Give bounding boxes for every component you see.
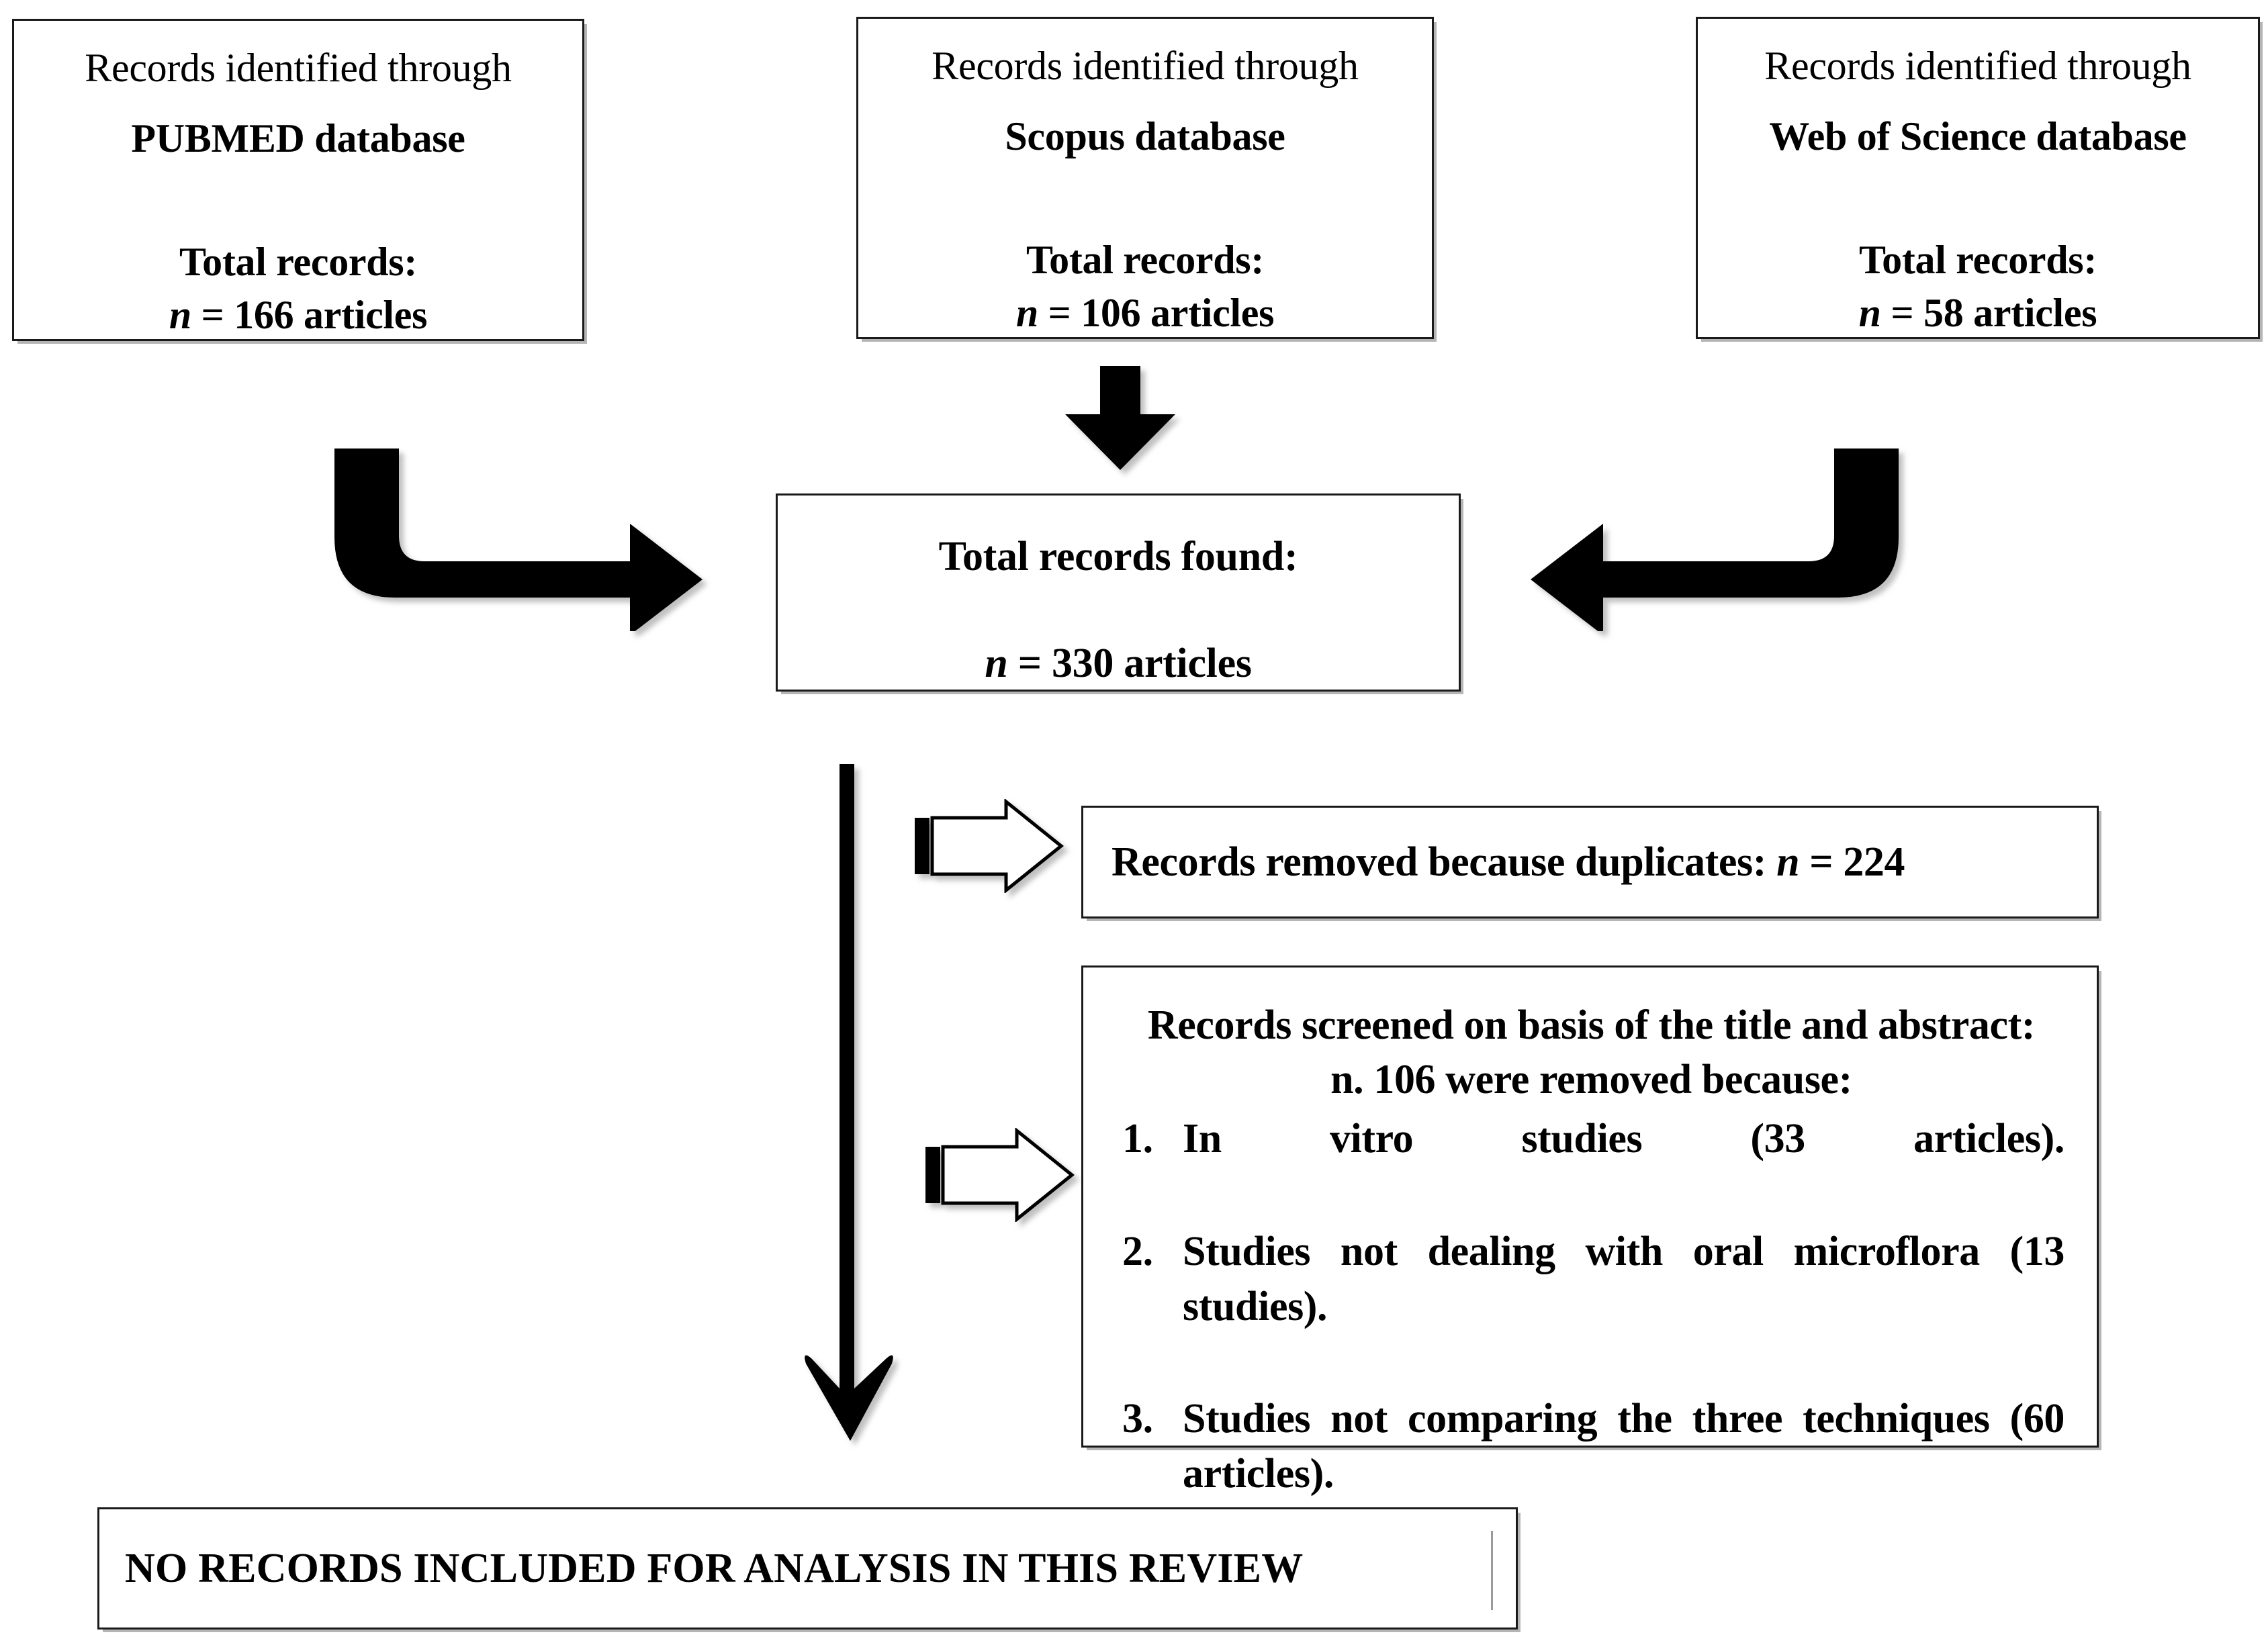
n-value: = 106 articles xyxy=(1038,290,1275,335)
duplicates-removed-box: Records removed because duplicates: n = … xyxy=(1081,806,2099,918)
source-box-pubmed: Records identified through PUBMED databa… xyxy=(12,19,584,341)
conclusion-text: NO RECORDS INCLUDED FOR ANALYSIS IN THIS… xyxy=(125,1545,1304,1591)
n-symbol: n xyxy=(1858,290,1881,335)
source-line1: Records identified through xyxy=(1764,44,2191,88)
source-count: n = 58 articles xyxy=(1859,288,2097,338)
source-count: n = 106 articles xyxy=(1015,288,1275,338)
list-item: 3. Studies not comparing the three techn… xyxy=(1118,1392,2065,1556)
reason-number: 3. xyxy=(1122,1396,1153,1442)
merged-title: Total records found: xyxy=(938,534,1298,579)
reason-text: Studies not comparing the three techniqu… xyxy=(1183,1396,2065,1497)
exclusion-reason-list: 1. In vitro studies (33 articles). 2. St… xyxy=(1118,1109,2065,1557)
arrow-down-long-icon xyxy=(805,764,893,1441)
source-box-web-of-science: Records identified through Web of Scienc… xyxy=(1696,17,2260,339)
n-symbol: n xyxy=(1776,839,1800,885)
elbow-arrow-right-icon xyxy=(334,449,702,631)
reason-text: Studies not dealing with oral microflora… xyxy=(1183,1228,2065,1329)
n-symbol: n xyxy=(985,641,1008,686)
n-symbol: n xyxy=(169,292,191,337)
source-database-name: Web of Science database xyxy=(1769,114,2187,159)
screening-heading-line1: Records screened on basis of the title a… xyxy=(1147,1002,2036,1048)
screening-heading-line2: n. 106 were removed because: xyxy=(1330,1056,1852,1102)
hollow-arrow-right-icon xyxy=(915,799,1064,893)
hollow-arrow-right-icon xyxy=(925,1128,1075,1222)
arrow-down-icon xyxy=(1065,366,1175,470)
list-item: 1. In vitro studies (33 articles). xyxy=(1118,1112,2065,1222)
source-box-scopus: Records identified through Scopus databa… xyxy=(856,17,1434,339)
list-item: 2. Studies not dealing with oral microfl… xyxy=(1118,1225,2065,1389)
duplicates-text: Records removed because duplicates: n = … xyxy=(1112,839,1905,886)
source-line1: Records identified through xyxy=(85,46,512,90)
source-total-label: Total records: xyxy=(179,240,418,285)
source-database-name: Scopus database xyxy=(1005,114,1285,159)
n-value: = 166 articles xyxy=(191,292,428,337)
screening-exclusions-box: Records screened on basis of the title a… xyxy=(1081,965,2099,1497)
merged-records-box: Total records found: n = 330 articles xyxy=(776,493,1461,692)
source-line1: Records identified through xyxy=(932,44,1359,88)
n-value: = 224 xyxy=(1799,839,1905,885)
source-count: n = 166 articles xyxy=(169,290,428,340)
text-caret xyxy=(1491,1531,1493,1610)
conclusion-box: NO RECORDS INCLUDED FOR ANALYSIS IN THIS… xyxy=(97,1507,1518,1630)
source-total-label: Total records: xyxy=(1858,238,2097,283)
n-value: = 330 articles xyxy=(1007,641,1252,686)
elbow-arrow-left-icon xyxy=(1531,449,1899,631)
reason-number: 2. xyxy=(1122,1228,1153,1274)
duplicates-prefix: Records removed because duplicates: xyxy=(1112,839,1777,885)
reason-number: 1. xyxy=(1122,1116,1153,1162)
source-total-label: Total records: xyxy=(1026,238,1265,283)
n-symbol: n xyxy=(1015,290,1038,335)
source-database-name: PUBMED database xyxy=(131,116,465,161)
n-value: = 58 articles xyxy=(1880,290,2097,335)
merged-count: n = 330 articles xyxy=(985,640,1252,688)
reason-text: In vitro studies (33 articles). xyxy=(1183,1116,2065,1162)
